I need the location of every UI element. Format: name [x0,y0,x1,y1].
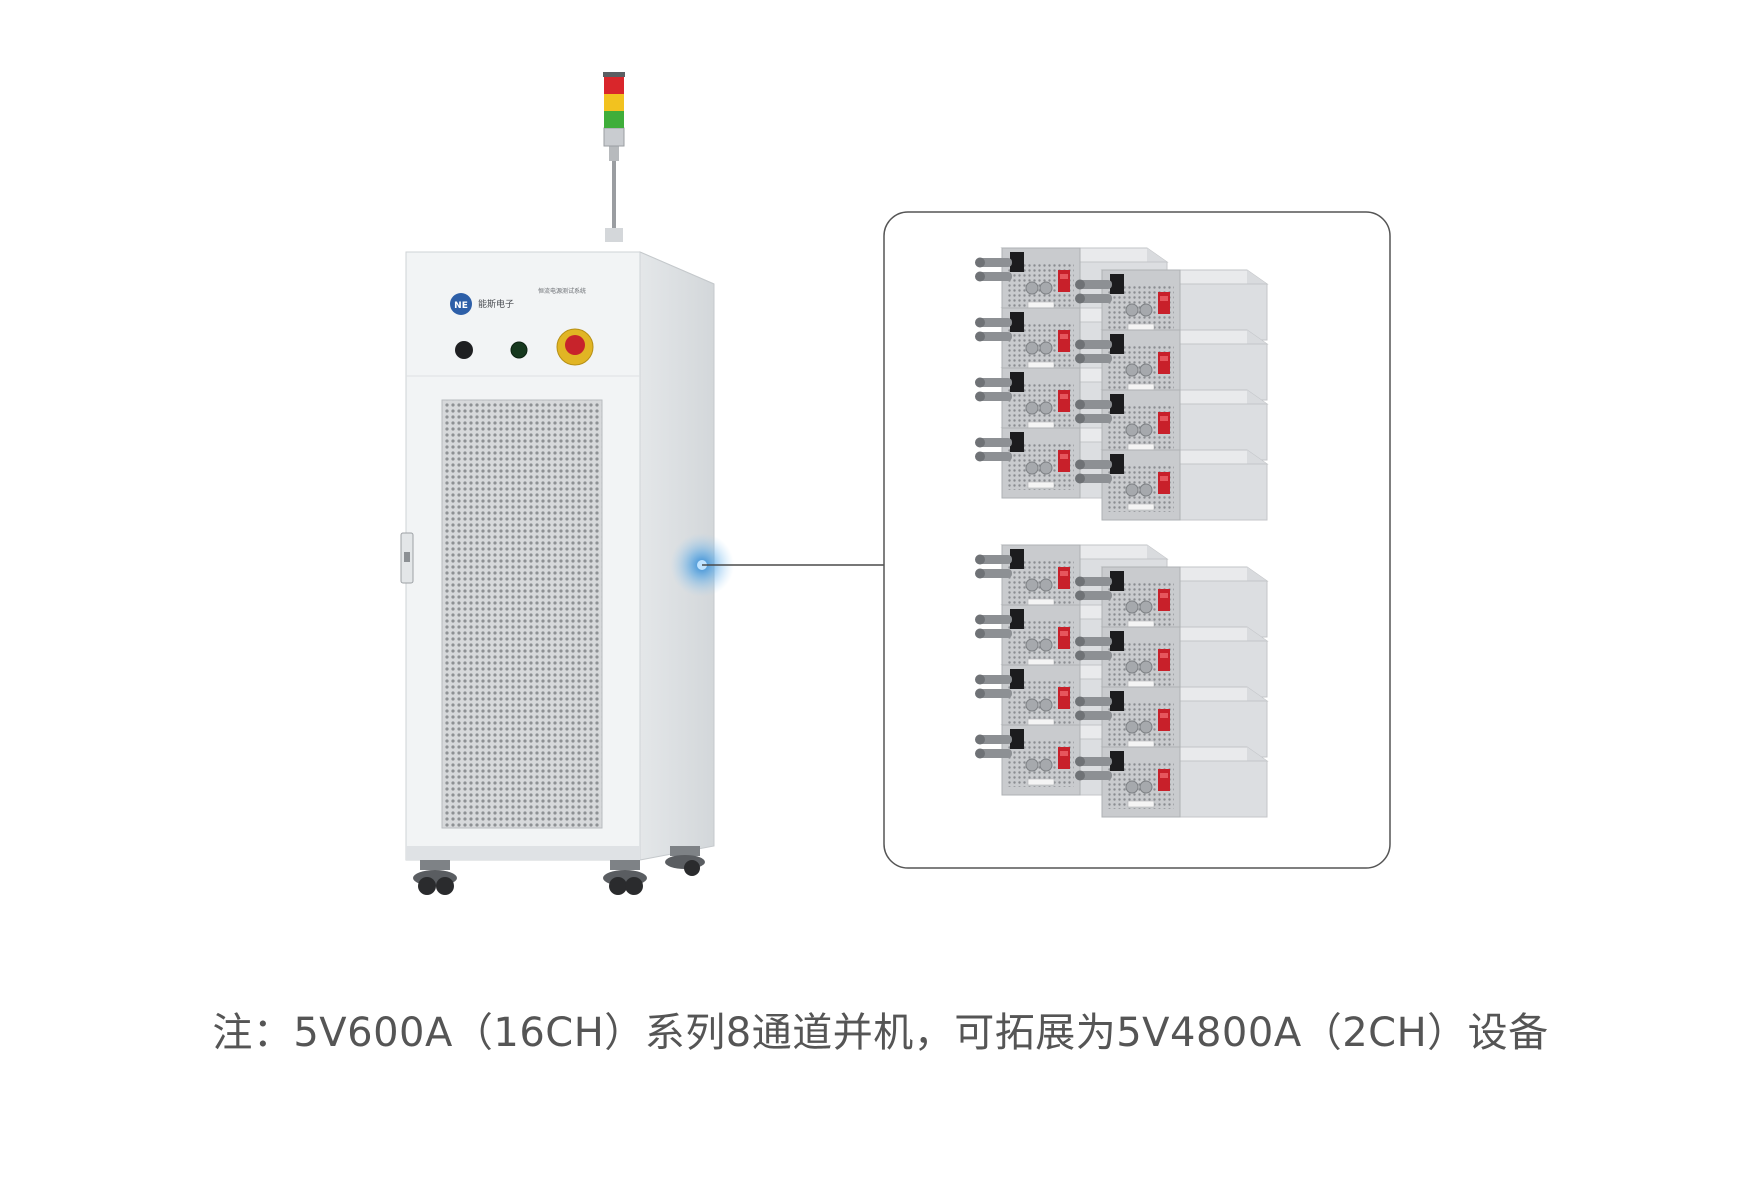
brand-name: 能斯电子 [478,298,514,310]
panel-title: 恒流电源测试系统 [538,287,586,295]
power-indicator-icon [510,341,528,359]
start-button-icon [455,341,473,359]
unit-stack-lower [974,544,1268,818]
test-cabinet: NE 能斯电子 恒流电源测试系统 [400,72,715,895]
ventilation-mesh [441,399,603,829]
signal-tower-light [603,72,625,242]
caption-note: 注：5V600A（16CH）系列8通道并机，可拓展为5V4800A（2CH）设备 [212,1010,1549,1056]
brand-logo-icon [450,293,472,315]
caster-wheels [413,846,705,895]
unit-stack-upper [974,247,1268,521]
logo-text: NE [454,301,468,311]
